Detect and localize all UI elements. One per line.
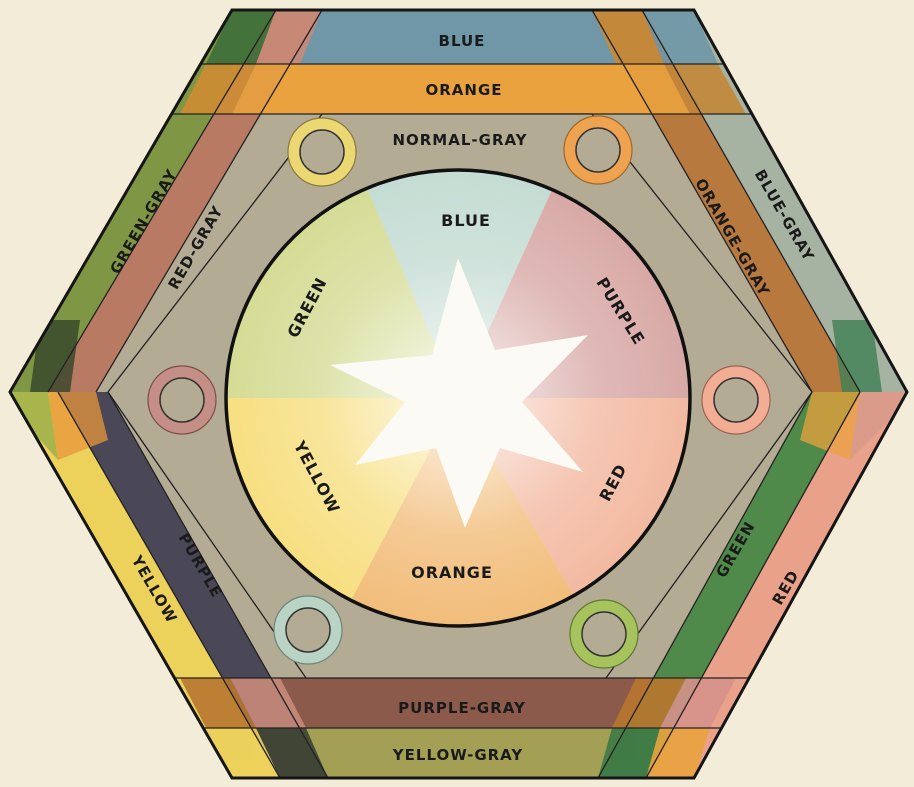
ring-top-left bbox=[288, 118, 356, 186]
label-normal-gray: NORMAL-GRAY bbox=[392, 131, 527, 149]
label-band-orange: ORANGE bbox=[425, 81, 502, 99]
label-band-blue: BLUE bbox=[439, 32, 486, 50]
label-purple-gray: PURPLE-GRAY bbox=[398, 699, 526, 717]
ring-right bbox=[702, 366, 770, 434]
ring-left bbox=[148, 366, 216, 434]
label-yellow-gray: YELLOW-GRAY bbox=[392, 746, 524, 764]
ring-top-right bbox=[564, 116, 632, 184]
ring-bottom-right bbox=[570, 600, 638, 668]
wheel-label-blue: BLUE bbox=[441, 211, 491, 230]
ring-bottom-left bbox=[274, 596, 342, 664]
wheel-label-orange: ORANGE bbox=[411, 563, 493, 582]
